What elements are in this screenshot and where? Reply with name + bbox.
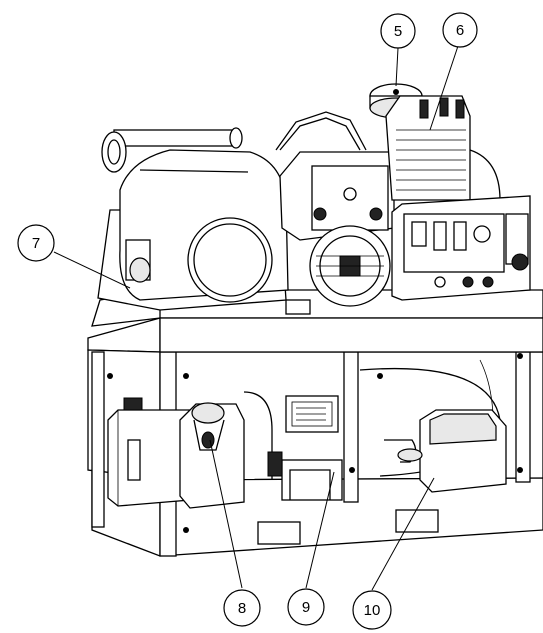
callout-10: 10 xyxy=(352,590,392,630)
control-panel xyxy=(391,195,531,301)
compressor xyxy=(369,83,501,201)
callout-9: 9 xyxy=(287,588,325,626)
callout-5: 5 xyxy=(380,13,416,49)
callout-10-label: 10 xyxy=(364,602,381,619)
fuel-tank xyxy=(179,402,245,509)
generator xyxy=(275,111,395,307)
callout-6-label: 6 xyxy=(456,22,464,39)
leader-lines xyxy=(53,45,459,591)
callout-6: 6 xyxy=(442,12,478,48)
callout-8: 8 xyxy=(223,589,261,627)
callout-7-label: 7 xyxy=(32,235,40,252)
engine xyxy=(97,127,311,315)
callout-8-label: 8 xyxy=(238,600,246,617)
battery-left xyxy=(107,397,191,507)
callout-9-label: 9 xyxy=(302,599,310,616)
center-bay xyxy=(243,391,343,501)
callout-5-label: 5 xyxy=(394,23,402,40)
right-bay xyxy=(359,359,507,493)
callout-7: 7 xyxy=(17,224,55,262)
